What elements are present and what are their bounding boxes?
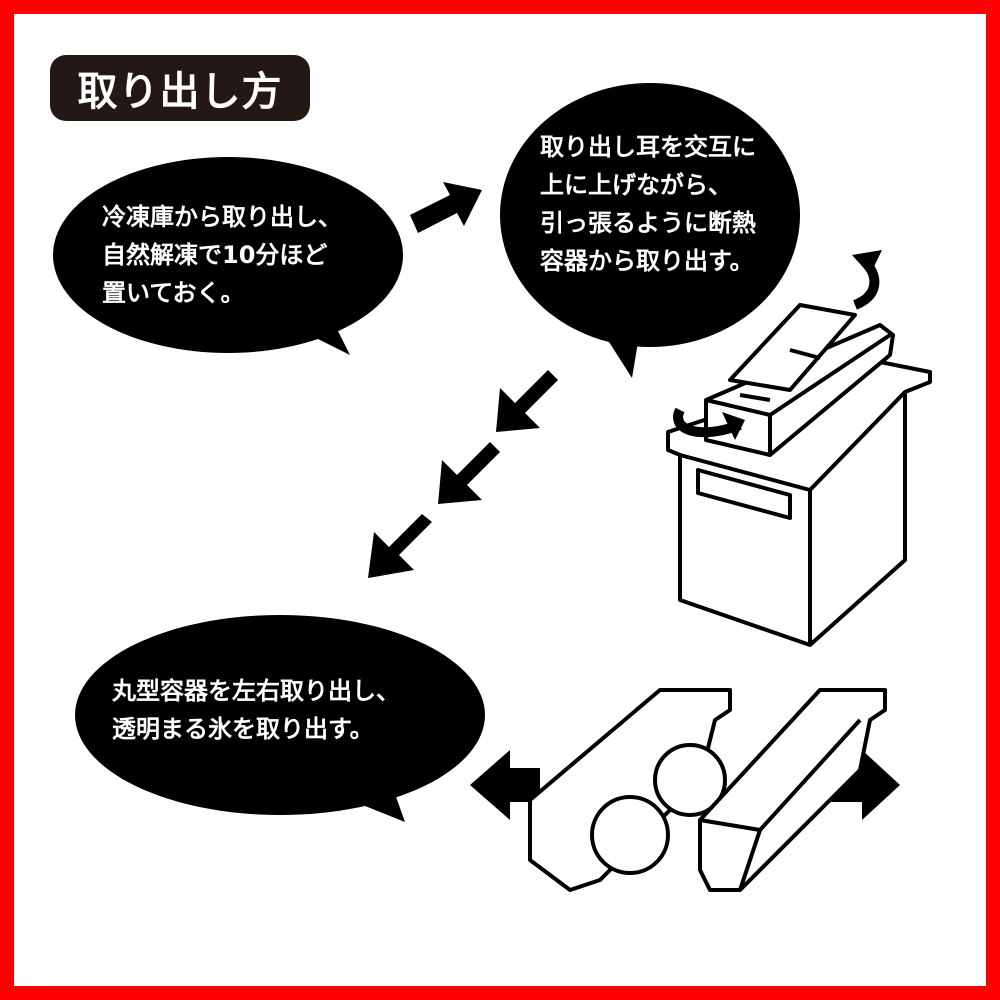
step-2-text: 取り出し耳を交互に上に上げながら、引っ張るように断熱容器から取り出す。 <box>540 128 756 280</box>
step-3-text: 丸型容器を左右取り出し、透明まる氷を取り出す。 <box>112 672 400 748</box>
arrow-down-left-icon <box>368 370 558 578</box>
step-1-text: 冷凍庫から取り出し、自然解凍で10分ほど置いておく。 <box>102 198 342 312</box>
page-title: 取り出し方 <box>50 55 310 121</box>
text-line: 透明まる氷を取り出す。 <box>112 715 374 743</box>
arrow-left-icon <box>470 750 540 820</box>
text-line: 置いておく。 <box>102 279 245 307</box>
insulated-container-drawing <box>666 303 932 647</box>
text-line: 取り出し耳を交互に <box>540 133 756 161</box>
text-line: 自然解凍で10分ほど <box>102 241 328 269</box>
round-container-right-drawing <box>698 688 887 892</box>
speech-bubble-2 <box>500 83 800 378</box>
text-line: 引っ張るように断熱 <box>540 209 756 237</box>
round-container-left-drawing <box>528 688 732 892</box>
arrow-right-icon <box>828 750 900 820</box>
text-line: 冷凍庫から取り出し、 <box>102 203 342 231</box>
arrow-right-up-icon <box>410 182 482 233</box>
text-line: 丸型容器を左右取り出し、 <box>112 677 400 705</box>
speech-bubble-3 <box>75 615 485 822</box>
speech-bubble-1 <box>53 157 403 355</box>
text-line: 容器から取り出す。 <box>540 247 754 275</box>
text-line: 上に上げながら、 <box>540 171 732 199</box>
